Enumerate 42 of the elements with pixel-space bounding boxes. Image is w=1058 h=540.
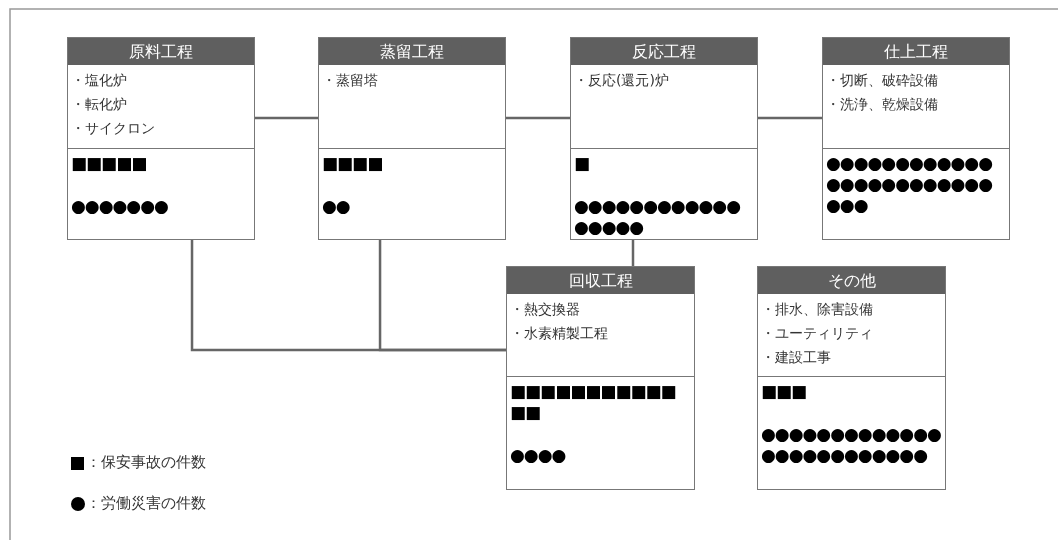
process-box (318, 37, 506, 240)
process-heading: 原料工程 (68, 38, 254, 65)
process-box (570, 37, 758, 240)
process-heading: 蒸留工程 (319, 38, 505, 65)
equipment-item: ・ユーティリティ (761, 324, 873, 343)
count-marks: ●●●●●●● (71, 196, 169, 217)
connector-line (631, 240, 635, 266)
equipment-item: ・蒸留塔 (322, 71, 378, 90)
equipment-item: ・建設工事 (761, 348, 831, 367)
connector-line (378, 240, 506, 352)
count-marks: ■ (574, 153, 591, 174)
process-heading: その他 (758, 267, 945, 294)
process-box (757, 266, 946, 490)
equipment-item: ・塩化炉 (71, 71, 127, 90)
equipment-item: ・転化炉 (71, 95, 127, 114)
connector-line (506, 116, 570, 120)
connector-line (758, 116, 822, 120)
process-heading: 仕上工程 (823, 38, 1009, 65)
count-marks: ●●●● (510, 445, 567, 466)
process-box (67, 37, 255, 240)
equipment-item: ・サイクロン (71, 119, 155, 138)
equipment-item: ・反応(還元)炉 (574, 71, 669, 90)
equipment-item: ・排水、除害設備 (761, 300, 873, 319)
count-marks: ●● (322, 196, 351, 217)
process-box (506, 266, 695, 490)
count-marks: ●●●●●●●●●●●●●●●●● (574, 196, 741, 238)
equipment-item: ・切断、破砕設備 (826, 71, 938, 90)
legend-label: ：保安事故の件数 (86, 453, 206, 472)
equipment-item: ・洗浄、乾燥設備 (826, 95, 938, 114)
count-marks: ■■■■■ (71, 153, 148, 174)
process-heading: 反応工程 (571, 38, 757, 65)
count-marks: ■■■ (761, 381, 808, 402)
equipment-item: ・熱交換器 (510, 300, 580, 319)
count-marks: ■■■■■■■■■■■■■ (510, 381, 677, 423)
connector-line (255, 116, 318, 120)
equipment-item: ・水素精製工程 (510, 324, 608, 343)
count-marks: ■■■■ (322, 153, 384, 174)
count-marks: ●●●●●●●●●●●●●●●●●●●●●●●●●●● (826, 153, 993, 216)
legend-label: ：労働災害の件数 (86, 494, 206, 513)
process-heading: 回収工程 (507, 267, 694, 294)
process-box (822, 37, 1010, 240)
count-marks: ●●●●●●●●●●●●●●●●●●●●●●●●● (761, 424, 941, 466)
